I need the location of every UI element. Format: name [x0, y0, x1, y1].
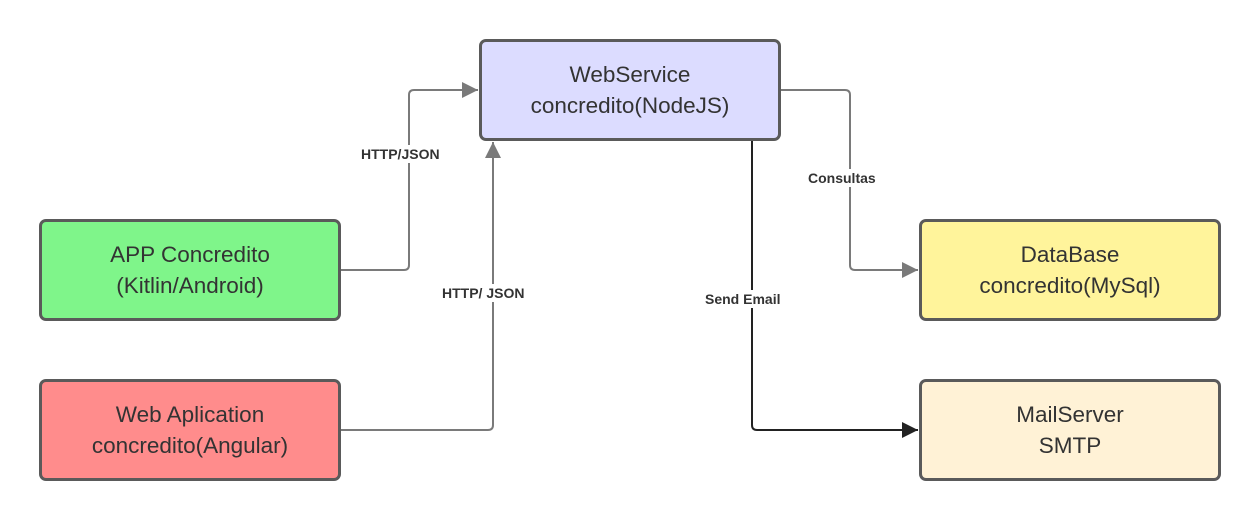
edge-label-webapp-to-webservice: HTTP/ JSON [440, 284, 527, 302]
node-app-line1: APP Concredito [110, 242, 270, 267]
edge-app-to-webservice [341, 82, 478, 271]
edge-label-app-to-webservice: HTTP/JSON [359, 145, 442, 163]
node-webservice-line2: concredito(NodeJS) [530, 93, 730, 118]
node-database-line1: DataBase [1020, 242, 1120, 267]
edge-label-webservice-to-database: Consultas [806, 169, 878, 187]
node-web-app-line1: Web Aplication [115, 402, 265, 427]
node-web-app-line2: concredito(Angular) [91, 433, 289, 458]
node-database: DataBase concredito(MySql) [919, 219, 1221, 321]
node-mailserver-line1: MailServer [1016, 402, 1124, 427]
node-mailserver-line2: SMTP [1038, 433, 1102, 458]
node-webservice-line1: WebService [569, 62, 691, 87]
node-mailserver: MailServer SMTP [919, 379, 1221, 481]
node-app-concredito: APP Concredito (Kitlin/Android) [39, 219, 341, 321]
node-app-line2: (Kitlin/Android) [116, 273, 264, 298]
edge-webapp-to-webservice [341, 142, 501, 431]
node-database-line2: concredito(MySql) [979, 273, 1161, 298]
node-web-aplication: Web Aplication concredito(Angular) [39, 379, 341, 481]
node-webservice: WebService concredito(NodeJS) [479, 39, 781, 141]
edge-webservice-to-mailserver [751, 141, 918, 438]
edge-label-webservice-to-mailserver: Send Email [703, 290, 783, 308]
